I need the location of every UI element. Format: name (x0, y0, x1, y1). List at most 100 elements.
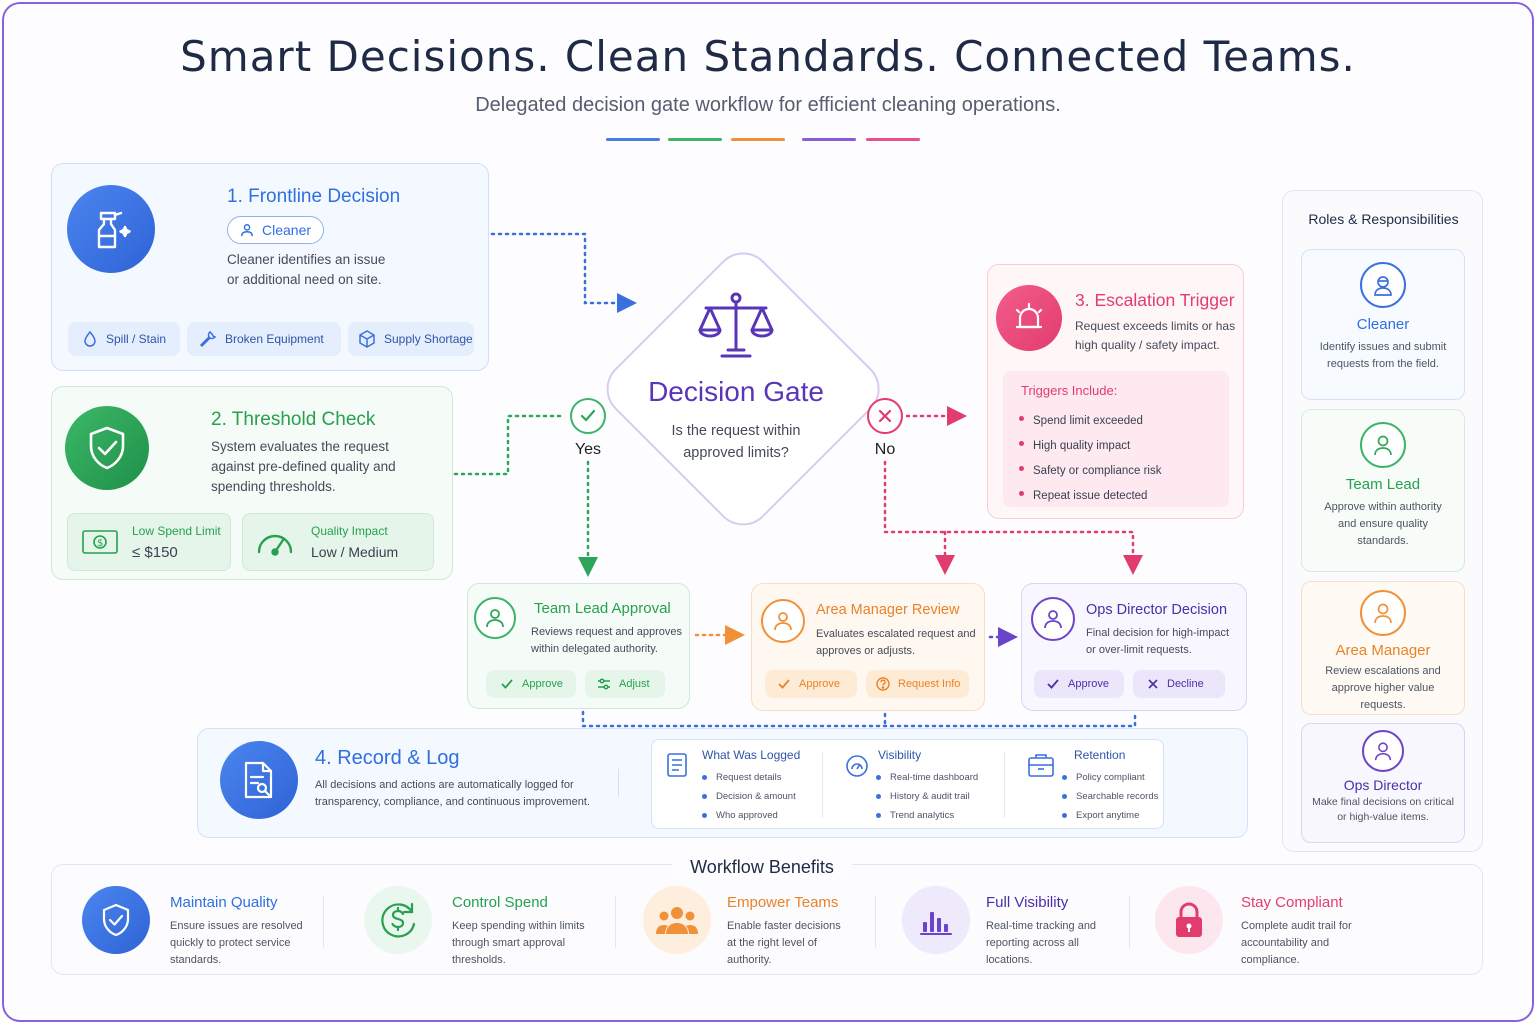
role-desc-cleaner: Identify issues and submit requests from… (1319, 341, 1447, 370)
benefit-title: Stay Compliant (1241, 894, 1343, 911)
benefit-divider (875, 896, 876, 948)
check-icon (1047, 679, 1059, 689)
logged-item: Who approved (700, 806, 796, 825)
benefit-title: Empower Teams (727, 894, 839, 911)
money-bill-icon: $ (82, 530, 118, 554)
area-manager-approve-button[interactable]: Approve (765, 670, 857, 698)
team-lead-approve-button[interactable]: Approve (486, 670, 576, 698)
no-label: No (874, 441, 896, 458)
retention-item: Policy compliant (1060, 768, 1158, 787)
svg-text:$: $ (97, 538, 103, 549)
visibility-item: History & audit trail (874, 787, 978, 806)
retention-item: Export anytime (1060, 806, 1158, 825)
visibility-item: Real-time dashboard (874, 768, 978, 787)
lock-icon (1155, 886, 1223, 954)
threshold-check-card: 2. Threshold Check System evaluates the … (51, 386, 453, 580)
area-manager-review-card: Area Manager Review Evaluates escalated … (751, 583, 985, 711)
benefit-desc: Real-time tracking and reporting across … (986, 920, 1097, 966)
benefit-divider (615, 896, 616, 948)
escalation-trigger-card: 3. Escalation Trigger Request exceeds li… (987, 264, 1244, 519)
logged-item: Request details (700, 768, 796, 787)
cleaner-badge: Cleaner (227, 216, 325, 244)
benefit-title: Full Visibility (986, 894, 1069, 911)
retention-item: Searchable records (1060, 787, 1158, 806)
scales-icon (696, 290, 776, 367)
tag-supply-shortage: Supply Shortage (348, 322, 474, 356)
role-title-ops-director: Ops Director (1343, 777, 1423, 793)
ops-director-decision-title: Ops Director Decision (1086, 602, 1228, 618)
benefit-desc: Enable faster decisions at the right lev… (727, 920, 841, 966)
triggers-heading: Triggers Include: (1021, 383, 1118, 398)
team-lead-adjust-label: Adjust (619, 678, 650, 690)
role-title-area-manager: Area Manager (1335, 642, 1431, 659)
user-icon (241, 224, 253, 237)
no-x-icon (867, 398, 903, 434)
area-manager-review-desc: Evaluates escalated request and approves… (816, 628, 976, 657)
role-card-team-lead: Team Lead Approve within authority and e… (1301, 409, 1465, 572)
role-desc-area-manager: Review escalations and approve higher va… (1325, 665, 1441, 711)
shield-check-icon (65, 406, 149, 490)
dollar-cycle-icon (364, 886, 432, 954)
team-lead-approval-card: Team Lead Approval Reviews request and a… (467, 583, 690, 709)
spray-bottle-icon (67, 185, 155, 273)
frontline-title: 1. Frontline Decision (227, 186, 401, 207)
trigger-item: Spend limit exceeded (1017, 409, 1161, 434)
area-manager-role-icon (1360, 590, 1406, 636)
tag-broken-equipment: Broken Equipment (187, 322, 341, 356)
roles-heading: Roles & Responsibilities (1308, 211, 1459, 227)
escalation-title: 3. Escalation Trigger (1075, 290, 1235, 310)
archive-icon (1028, 754, 1054, 777)
ops-director-approve-button[interactable]: Approve (1034, 670, 1124, 698)
log-col-divider (822, 752, 823, 818)
trigger-item: Repeat issue detected (1017, 484, 1161, 509)
question-icon (876, 677, 890, 691)
alarm-bell-icon (996, 285, 1062, 351)
record-divider (618, 769, 619, 797)
benefit-title: Maintain Quality (170, 894, 278, 911)
threshold-desc: System evaluates the request against pre… (211, 439, 396, 494)
area-manager-request-info-button[interactable]: Request Info (866, 670, 969, 698)
cleaner-badge-label: Cleaner (262, 222, 312, 238)
area-manager-request-info-label: Request Info (898, 678, 961, 690)
ops-director-decline-button[interactable]: Decline (1133, 670, 1225, 698)
team-lead-adjust-button[interactable]: Adjust (585, 670, 665, 698)
gate-question: Is the request within approved limits? (671, 423, 801, 461)
droplet-icon (84, 331, 96, 347)
tag-spill: Spill / Stain (68, 322, 180, 356)
triggers-box: Triggers Include: Spend limit exceeded H… (1003, 371, 1229, 507)
benefits-heading: Workflow Benefits (690, 857, 834, 877)
visibility-item: Trend analytics (874, 806, 978, 825)
trigger-item: High quality impact (1017, 434, 1161, 459)
benefit-desc: Complete audit trail for accountability … (1241, 920, 1352, 966)
sliders-icon (598, 678, 610, 690)
log-details-panel: What Was Logged Request details Decision… (651, 739, 1164, 829)
wrench-icon (199, 330, 217, 348)
triggers-list: Spend limit exceeded High quality impact… (1017, 409, 1161, 509)
area-manager-approve-label: Approve (799, 678, 840, 690)
benefit-divider (1129, 896, 1130, 948)
divider-bar-pink (866, 138, 920, 141)
check-icon (778, 679, 790, 689)
record-log-desc: All decisions and actions are automatica… (315, 779, 590, 808)
yes-check-icon (570, 398, 606, 434)
benefits-heading-backdrop (672, 855, 852, 879)
spend-limit-box: $ Low Spend Limit ≤ $150 (67, 513, 231, 571)
role-title-cleaner: Cleaner (1356, 316, 1410, 333)
divider-bar-purple (802, 138, 856, 141)
tag-supply-shortage-label: Supply Shortage (384, 332, 473, 346)
ops-director-role-icon (1362, 730, 1404, 772)
trigger-item: Safety or compliance risk (1017, 459, 1161, 484)
team-lead-approve-label: Approve (522, 678, 563, 690)
record-log-card: 4. Record & Log All decisions and action… (197, 728, 1248, 838)
frontline-desc: Cleaner identifies an issue or additiona… (227, 252, 386, 287)
tag-spill-label: Spill / Stain (106, 332, 167, 346)
benefit-title: Control Spend (452, 894, 548, 911)
spend-limit-label: Low Spend Limit (132, 524, 221, 538)
box-icon (359, 330, 375, 348)
ops-director-avatar-icon (1031, 597, 1075, 641)
escalation-desc: Request exceeds limits or has high quali… (1075, 319, 1236, 352)
role-title-team-lead: Team Lead (1345, 476, 1421, 493)
gate-title: Decision Gate (648, 376, 824, 407)
logged-item: Decision & amount (700, 787, 796, 806)
benefit-desc: Keep spending within limits through smar… (452, 920, 585, 966)
